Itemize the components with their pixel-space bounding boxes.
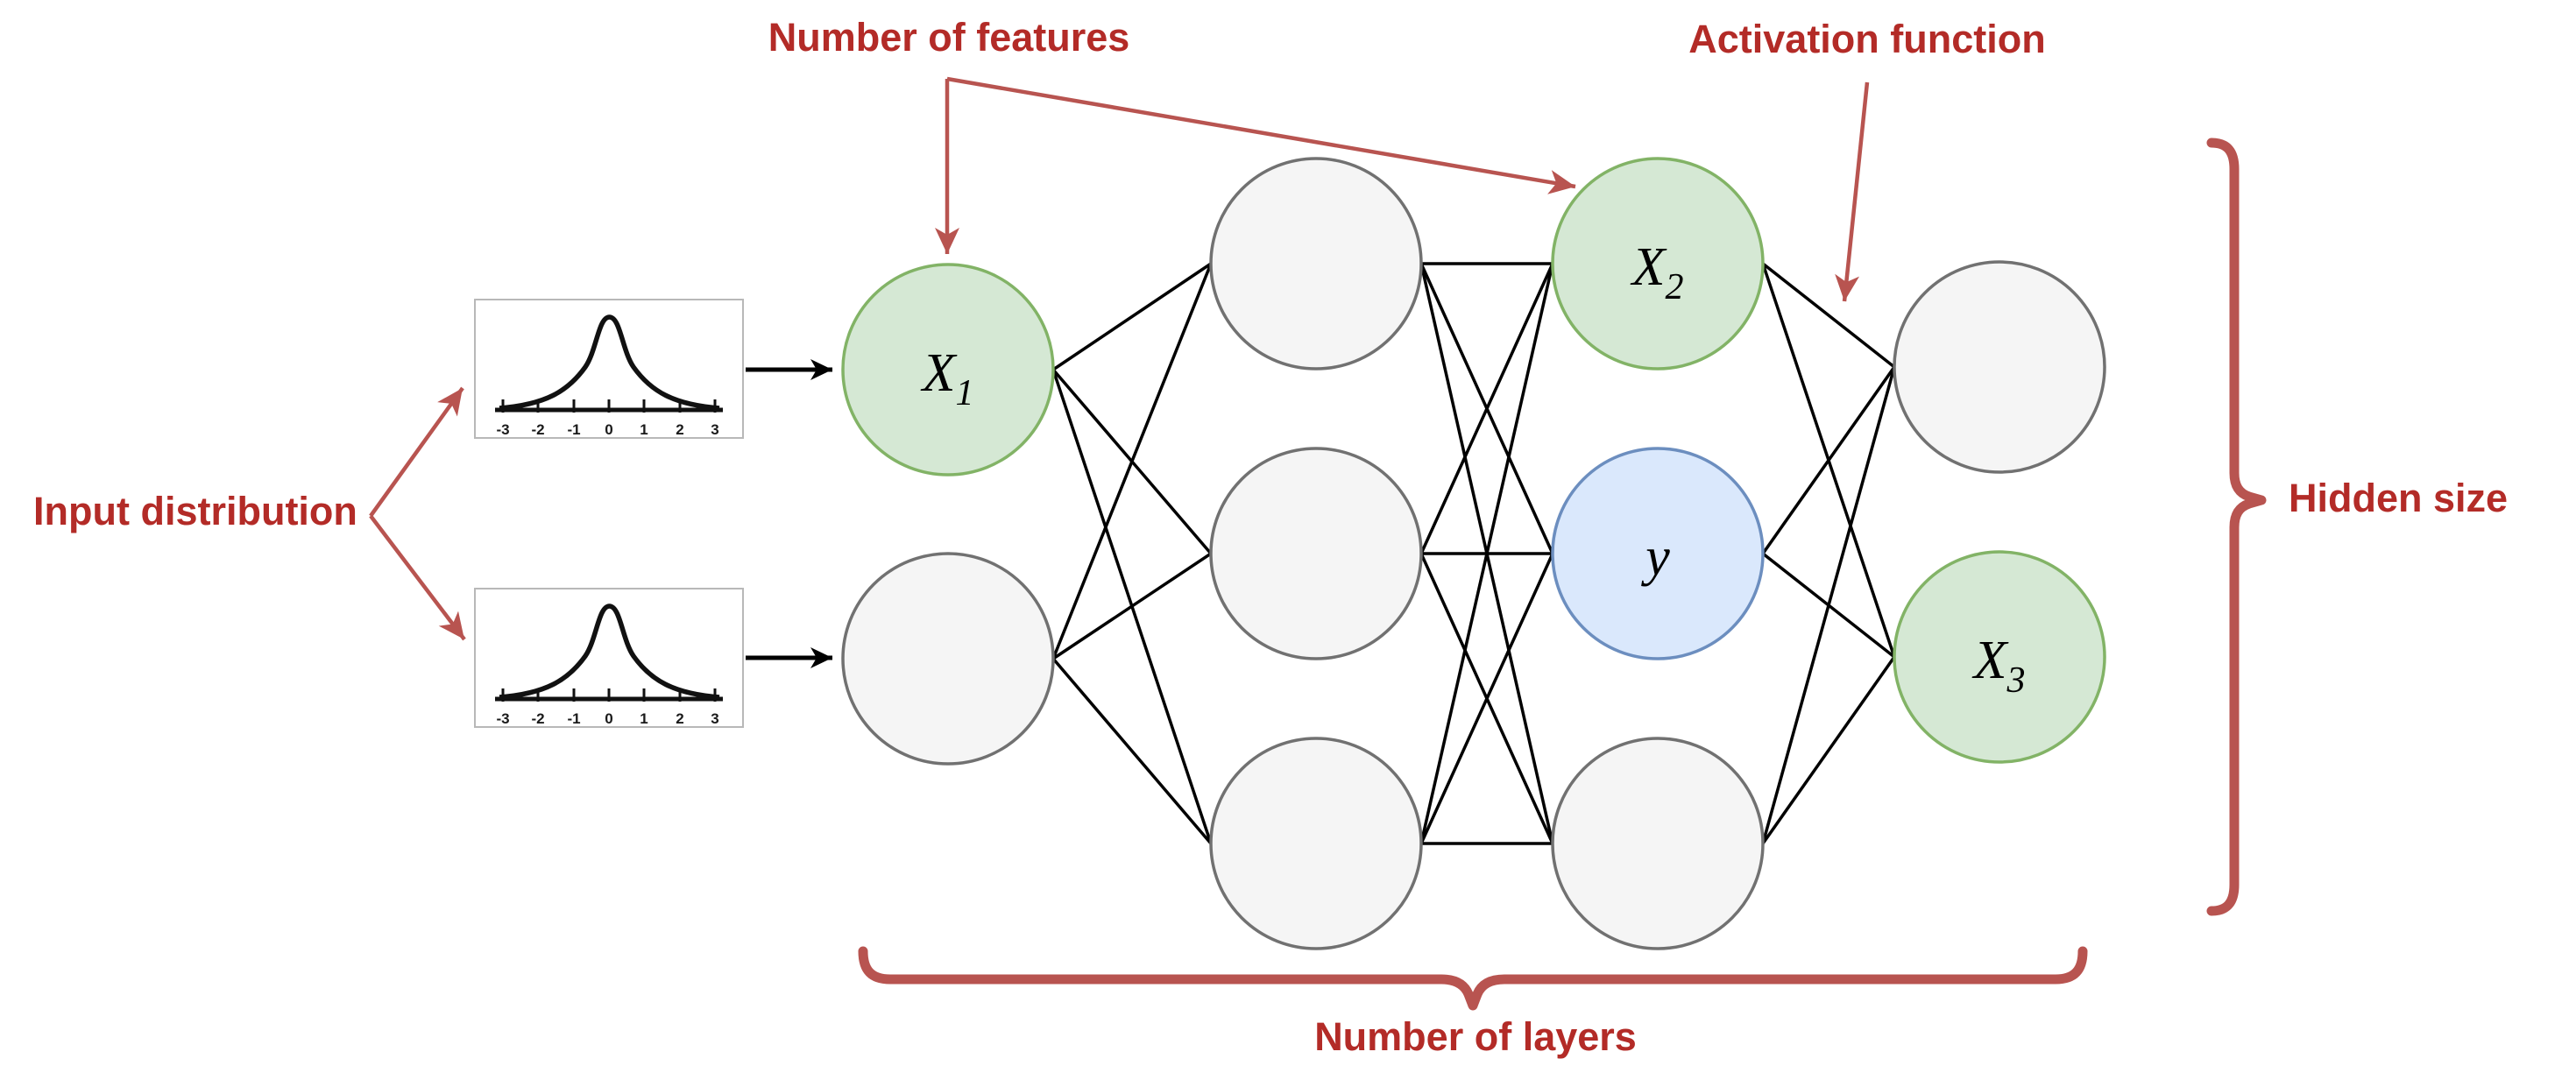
svg-text:1: 1 bbox=[640, 421, 648, 438]
activation-function-annotation: Activation function bbox=[1688, 17, 2046, 302]
layer-hidden-2: X2 y bbox=[1551, 157, 1765, 950]
hidden-size-brace bbox=[2206, 138, 2267, 916]
svg-text:3: 3 bbox=[711, 710, 718, 727]
axis-ticks bbox=[501, 399, 717, 413]
node-x3-label: X3 bbox=[1971, 631, 2026, 701]
node-hidden1-2 bbox=[1209, 447, 1423, 660]
input-distribution-label: Input distribution bbox=[33, 489, 357, 533]
edge bbox=[1761, 262, 1896, 369]
edge bbox=[1051, 263, 1213, 660]
svg-text:1: 1 bbox=[640, 710, 648, 727]
distribution-box bbox=[474, 299, 744, 439]
edge bbox=[1419, 263, 1554, 554]
svg-text:3: 3 bbox=[711, 421, 718, 438]
svg-text:-1: -1 bbox=[567, 710, 580, 727]
layer-output: X3 bbox=[1893, 260, 2106, 764]
bell-curve bbox=[499, 604, 720, 700]
distribution-plot-bottom: -3 -2 -1 0 1 2 3 bbox=[474, 588, 744, 728]
edge bbox=[1052, 262, 1212, 371]
edges-hidden2-to-output bbox=[1761, 262, 1896, 845]
node-hidden2-3 bbox=[1551, 737, 1765, 950]
node-y-label: y bbox=[1640, 527, 1670, 587]
input-distribution-annotation: Input distribution bbox=[33, 386, 466, 641]
edge bbox=[1761, 655, 1896, 845]
svg-text:2: 2 bbox=[676, 421, 683, 438]
number-of-features-annotation: Number of features bbox=[768, 15, 1576, 254]
node-input-2 bbox=[841, 552, 1055, 766]
svg-text:-2: -2 bbox=[531, 710, 544, 727]
number-of-features-label: Number of features bbox=[768, 15, 1130, 60]
number-of-layers-label: Number of layers bbox=[1314, 1014, 1637, 1059]
edges-input-to-hidden1 bbox=[1051, 262, 1213, 845]
bell-curve bbox=[499, 314, 720, 411]
svg-text:-1: -1 bbox=[567, 421, 580, 438]
hidden-size-label: Hidden size bbox=[2289, 476, 2508, 520]
axis-ticks bbox=[501, 688, 717, 702]
distribution-box bbox=[474, 588, 744, 728]
node-x2 bbox=[1551, 157, 1765, 371]
svg-text:-3: -3 bbox=[496, 421, 509, 438]
node-hidden1-1 bbox=[1209, 157, 1423, 371]
node-output-1 bbox=[1893, 260, 2106, 474]
activation-function-arrow bbox=[1835, 81, 1870, 302]
node-x2-label: X2 bbox=[1630, 237, 1684, 307]
edges-hidden1-to-hidden2 bbox=[1419, 262, 1554, 845]
layer-input: X1 bbox=[841, 263, 1055, 766]
input-distribution-arrow-top bbox=[369, 386, 464, 518]
svg-text:0: 0 bbox=[605, 710, 612, 727]
layer-hidden-1 bbox=[1209, 157, 1423, 950]
svg-text:2: 2 bbox=[676, 710, 683, 727]
input-distribution-arrow-bottom bbox=[369, 514, 466, 641]
svg-text:0: 0 bbox=[605, 421, 612, 438]
number-of-layers-annotation: Number of layers bbox=[858, 946, 2088, 1059]
edge bbox=[1051, 657, 1213, 845]
node-x1 bbox=[841, 263, 1055, 476]
node-hidden1-3 bbox=[1209, 737, 1423, 950]
svg-text:-3: -3 bbox=[496, 710, 509, 727]
edge bbox=[1052, 552, 1212, 660]
edge bbox=[1761, 365, 1896, 555]
axis-tick-labels: -3 -2 -1 0 1 2 3 bbox=[496, 421, 718, 438]
axis-tick-labels: -3 -2 -1 0 1 2 3 bbox=[496, 710, 718, 727]
node-x3 bbox=[1893, 550, 2106, 764]
node-x1-label: X1 bbox=[920, 343, 974, 413]
edge bbox=[1761, 366, 1896, 844]
number-of-features-arrow-to-x2 bbox=[946, 76, 1576, 194]
edge bbox=[1419, 553, 1554, 844]
distribution-plot-top: -3 -2 -1 0 1 2 3 bbox=[474, 299, 744, 439]
svg-text:-2: -2 bbox=[531, 421, 544, 438]
hidden-size-annotation: Hidden size bbox=[2206, 138, 2508, 916]
edge bbox=[1419, 263, 1554, 844]
activation-function-label: Activation function bbox=[1688, 17, 2045, 61]
number-of-layers-brace bbox=[858, 946, 2088, 1011]
node-y bbox=[1551, 447, 1765, 660]
